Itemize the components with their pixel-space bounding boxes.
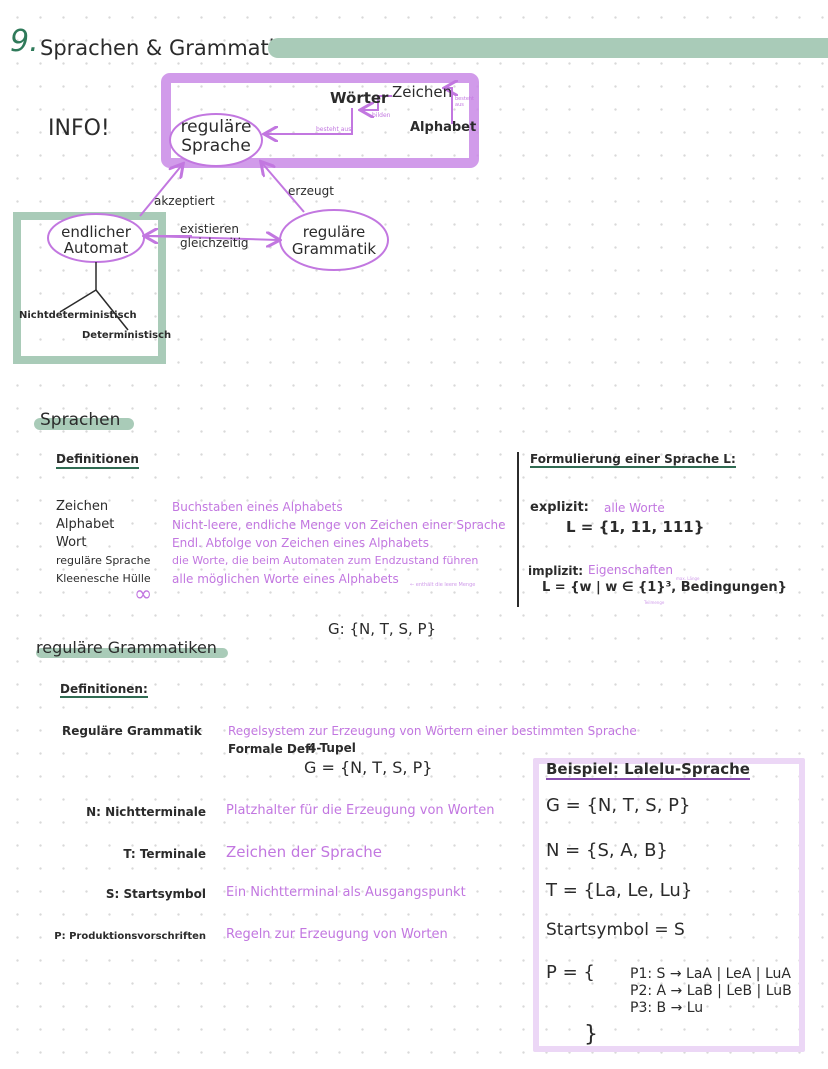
info-diagram-lines	[13, 73, 479, 364]
beispiel-productions: P1: S → LaA | LeA | LuA P2: A → LaB | Le…	[630, 966, 792, 1017]
def-wort: Endl. Abfolge von Zeichen eines Alphabet…	[172, 536, 429, 550]
term-nichtterminale: N: Nichtterminale	[86, 805, 206, 819]
beispiel-n: N = {S, A, B}	[546, 840, 668, 861]
def-produktionsvorschriften: Regeln zur Erzeugung von Worten	[226, 927, 448, 942]
besteht-aus-right-label: besteht aus	[455, 96, 475, 108]
explizit-label: explizit:	[530, 500, 589, 515]
note-leere-menge: ← enthält die leere Menge	[410, 582, 476, 588]
grammatiken-highlight	[36, 648, 228, 658]
existieren-line2: gleichzeitig	[180, 236, 249, 250]
infinity-icon: ∞	[134, 582, 153, 607]
existieren-label: existieren gleichzeitig	[180, 222, 249, 250]
sprachen-def-list: Buchstaben eines Alphabets Nicht-leere, …	[172, 498, 506, 588]
implizit-label: implizit:	[528, 564, 584, 578]
sprachen-term-list: Zeichen Alphabet Wort reguläre Sprache K…	[56, 498, 151, 588]
zeichen-label: Zeichen	[392, 83, 453, 101]
term-wort: Wort	[56, 535, 87, 550]
regulaere-grammatik-line1: reguläre	[302, 223, 366, 241]
implizit-note: Eigenschaften	[588, 563, 674, 577]
grammatiken-definitionen-heading: Definitionen:	[60, 682, 148, 698]
explizit-formula: L = {1, 11, 111}	[566, 518, 705, 536]
def-startsymbol: Ein Nichtterminal als Ausgangspunkt	[226, 885, 466, 900]
bilden-label: bilden	[372, 112, 391, 119]
def-nichtterminale: Platzhalter für die Erzeugung von Worten	[226, 803, 495, 818]
term-zeichen: Zeichen	[56, 499, 109, 514]
sprachen-definitionen-heading: Definitionen	[56, 452, 139, 469]
beispiel-p-open: P = {	[546, 962, 595, 983]
rg-def: Regelsystem zur Erzeugung von Wörtern ei…	[228, 724, 637, 738]
tiny-note-teilmenge: Teilmenge	[644, 600, 665, 605]
beispiel-t: T = {La, Le, Lu}	[546, 880, 693, 901]
endlicher-automat-line1: endlicher	[61, 223, 131, 241]
alphabet-label: Alphabet	[410, 120, 477, 135]
formel-g-sprachen: G: {N, T, S, P}	[328, 620, 437, 638]
regulaere-sprache-line1: reguläre	[180, 117, 252, 137]
term-kleenesche-huelle: Kleenesche Hülle	[56, 572, 151, 585]
formale-def-value: 4-Tupel	[308, 741, 356, 755]
page-title: Sprachen & Grammatiken	[40, 36, 313, 60]
regulaere-sprache-node: reguläre Sprache	[170, 118, 262, 156]
sprachen-highlight	[34, 418, 134, 430]
beispiel-g: G = {N, T, S, P}	[546, 795, 691, 816]
endlicher-automat-node: endlicher Automat	[50, 224, 142, 256]
column-divider	[517, 452, 519, 607]
def-terminale: Zeichen der Sprache	[226, 843, 382, 861]
grammatiken-heading: reguläre Grammatiken	[36, 638, 217, 657]
woerter-label: Wörter	[330, 89, 389, 107]
beispiel-box	[533, 758, 805, 1052]
grammatik-def-list: Platzhalter für die Erzeugung von Worten…	[226, 803, 495, 942]
production-p3: P3: B → Lu	[630, 1000, 704, 1016]
endlicher-automat-line2: Automat	[63, 239, 129, 257]
beispiel-p-close: }	[584, 1022, 598, 1047]
regulaere-grammatik-node: reguläre Grammatik	[282, 224, 386, 258]
formale-def-label: Formale Def:	[228, 742, 316, 756]
formulierung-heading: Formulierung einer Sprache L:	[530, 452, 736, 468]
term-produktionsvorschriften: P: Produktionsvorschriften	[54, 931, 206, 942]
header-highlight-bar	[268, 38, 828, 58]
term-regulaere-sprache: reguläre Sprache	[56, 554, 151, 567]
nichtdeterministisch-label: Nichtdeterministisch	[19, 310, 137, 321]
term-alphabet: Alphabet	[56, 517, 115, 532]
regulaere-grammatik-line2: Grammatik	[291, 240, 377, 258]
akzeptiert-label: akzeptiert	[154, 194, 215, 208]
besteht-aus-left-label: besteht aus	[316, 126, 352, 133]
production-p2: P2: A → LaB | LeB | LuB	[630, 983, 792, 999]
rg-term: Reguläre Grammatik	[62, 724, 202, 738]
grammatik-term-list: N: Nichtterminale T: Terminale S: Starts…	[20, 805, 206, 944]
beispiel-startsymbol: Startsymbol = S	[546, 920, 685, 940]
explizit-note: alle Worte	[604, 501, 665, 515]
term-startsymbol: S: Startsymbol	[105, 887, 206, 901]
info-label: INFO!	[48, 116, 110, 141]
deterministisch-label: Deterministisch	[82, 330, 172, 341]
def-kleenesche-huelle: alle möglichen Worte eines Alphabets	[172, 572, 399, 586]
beispiel-heading: Beispiel: Lalelu-Sprache	[546, 760, 750, 780]
formale-def-formula: G = {N, T, S, P}	[304, 758, 433, 777]
erzeugt-label: erzeugt	[288, 184, 334, 198]
sprachen-heading: Sprachen	[40, 410, 121, 430]
def-regulaere-sprache: die Worte, die beim Automaten zum Endzus…	[172, 554, 479, 567]
def-alphabet: Nicht-leere, endliche Menge von Zeichen …	[172, 518, 506, 532]
term-terminale: T: Terminale	[123, 847, 206, 861]
production-p1: P1: S → LaA | LeA | LuA	[630, 966, 791, 982]
implizit-formula: L = {w | w ∈ {1}³, Bedingungen}	[542, 580, 787, 595]
def-zeichen: Buchstaben eines Alphabets	[172, 500, 343, 514]
tiny-note-max-laenge: max. Länge	[676, 576, 700, 581]
header-number: 9.	[10, 24, 39, 59]
regulaere-sprache-line2: Sprache	[181, 136, 251, 156]
existieren-line1: existieren	[180, 222, 239, 236]
